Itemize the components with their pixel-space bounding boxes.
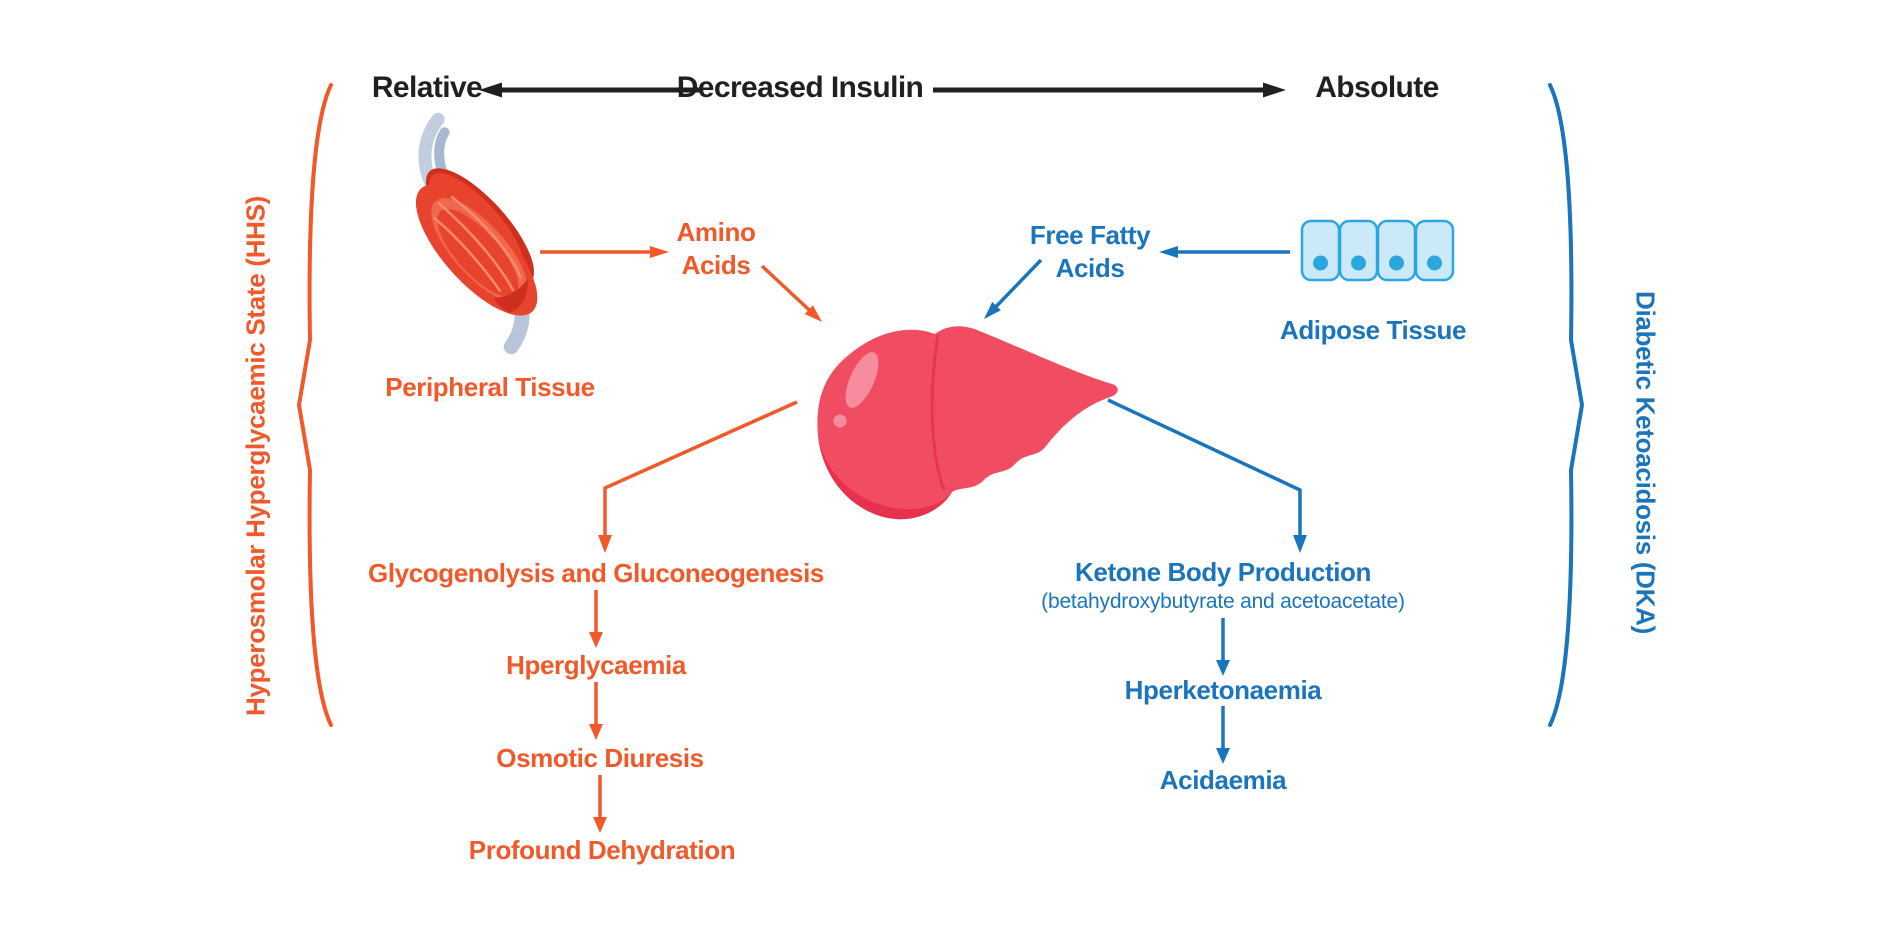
adipose-to-ffa-arrow-icon: [1159, 246, 1290, 258]
glycogenolysis-label: Glycogenolysis and Gluconeogenesis: [368, 558, 824, 588]
arrow-left-icon: [479, 82, 702, 98]
ketone-body-production-label: Ketone Body Production: [1075, 557, 1371, 587]
dka-side-label: Diabetic Ketoacidosis (DKA): [1630, 290, 1661, 634]
down-arrow-icon: [1216, 706, 1230, 764]
relative-label: Relative: [371, 71, 483, 104]
acidaemia-label: Acidaemia: [1159, 765, 1287, 795]
ketone-body-production-subtitle: (betahydroxybutyrate and acetoacetate): [1041, 590, 1405, 613]
liver-illustration-icon: [817, 326, 1118, 520]
down-arrow-icon: [589, 590, 603, 648]
muscle-to-amino-arrow-icon: [540, 246, 669, 258]
free-fatty-acids-label: Free Fatty Acids: [1029, 220, 1151, 283]
dka-brace-icon: [1548, 83, 1585, 727]
muscle-illustration-icon: [415, 112, 538, 355]
arrow-right-icon: [933, 82, 1286, 98]
down-arrow-icon: [1216, 618, 1230, 676]
down-arrow-icon: [593, 775, 607, 833]
amino-to-liver-arrow-icon: [760, 264, 822, 322]
liver-to-glycogenolysis-arrow-icon: [598, 400, 798, 553]
down-arrow-icon: [589, 682, 603, 740]
absolute-label: Absolute: [1315, 71, 1439, 104]
amino-acids-label: Amino Acids: [676, 217, 756, 280]
hhs-brace-icon: [296, 83, 333, 727]
hperglycaemia-label: Hperglycaemia: [506, 650, 686, 680]
adipose-tissue-label: Adipose Tissue: [1279, 315, 1467, 345]
liver-to-ketone-arrow-icon: [1107, 398, 1307, 553]
peripheral-tissue-label: Peripheral Tissue: [385, 372, 595, 402]
osmotic-diuresis-label: Osmotic Diuresis: [496, 743, 704, 773]
decreased-insulin-label: Decreased Insulin: [676, 71, 924, 104]
profound-dehydration-label: Profound Dehydration: [468, 835, 736, 865]
ffa-to-liver-arrow-icon: [984, 258, 1043, 319]
hhs-side-label: Hyperosmolar Hyperglycaemic State (HHS): [240, 195, 271, 717]
hperketonaemia-label: Hperketonaemia: [1124, 675, 1322, 705]
adipose-cells-illustration-icon: [1300, 219, 1455, 282]
